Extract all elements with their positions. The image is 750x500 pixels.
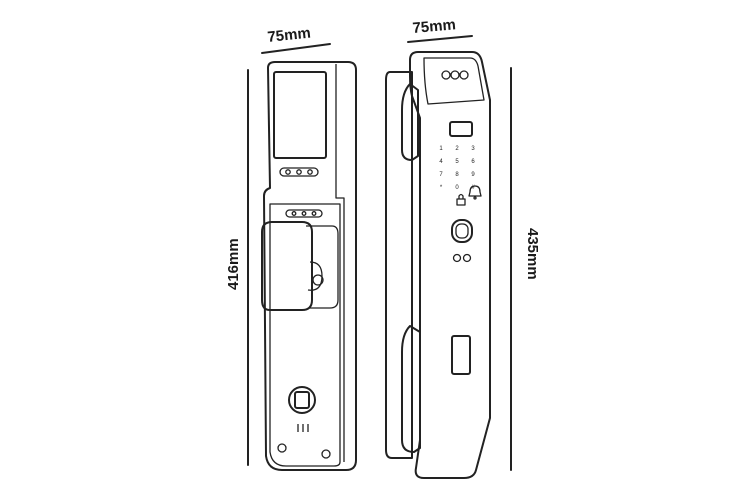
front-body-edge [335, 64, 345, 462]
doorbell-icon[interactable] [468, 185, 482, 200]
fingerprint-reader[interactable] [451, 219, 473, 243]
indicator-row [285, 209, 323, 218]
keypad-key[interactable]: 8 [455, 172, 459, 178]
keypad-key[interactable]: 4 [439, 159, 443, 165]
front-width-label: 75mm [267, 25, 312, 46]
keypad-key[interactable]: 6 [471, 159, 475, 165]
keypad[interactable]: 1 2 3 4 5 6 7 8 9 * 0 # [439, 146, 475, 191]
screen-buttons [279, 167, 319, 177]
front-view: 75mm 416mm [225, 25, 357, 471]
card-reader-window [449, 121, 473, 137]
keypad-key[interactable]: 5 [455, 159, 459, 165]
front-width-line [261, 43, 331, 54]
keypad-key[interactable]: 1 [439, 146, 443, 152]
keyhole-cover[interactable] [451, 335, 471, 375]
keypad-key[interactable]: 3 [471, 146, 475, 152]
keypad-face-top [423, 57, 485, 105]
front-screen [273, 71, 327, 159]
screw-left [277, 443, 287, 453]
side-lower-handle[interactable] [401, 325, 421, 453]
front-handle[interactable] [261, 221, 313, 311]
front-vents [297, 424, 309, 432]
side-height-label: 435mm [524, 228, 541, 280]
side-width-label: 75mm [412, 16, 457, 37]
camera-sensor [441, 70, 469, 80]
side-upper-handle[interactable] [401, 83, 419, 161]
side-width-line [407, 35, 473, 43]
front-lower-panel [269, 203, 341, 467]
keypad-key[interactable]: * [440, 185, 443, 191]
front-body [263, 61, 357, 471]
lock-icon [456, 193, 466, 206]
side-view: 75mm 435mm 1 2 3 4 5 6 7 8 9 * 0 # [385, 16, 541, 479]
handle-knob [312, 274, 324, 286]
front-height-label: 416mm [225, 238, 242, 290]
keypad-key[interactable]: # [471, 185, 475, 191]
keypad-key[interactable]: 0 [455, 185, 459, 191]
screw-right [321, 449, 331, 459]
keypad-key[interactable]: 9 [471, 172, 475, 178]
status-leds [452, 253, 472, 263]
keypad-key[interactable]: 7 [439, 172, 443, 178]
side-back-profile [385, 71, 413, 459]
handle-recess [306, 225, 339, 309]
key-cylinder [288, 386, 316, 414]
keypad-body [409, 51, 491, 479]
handle-thumb [307, 261, 323, 291]
keypad-key[interactable]: 2 [455, 146, 459, 152]
